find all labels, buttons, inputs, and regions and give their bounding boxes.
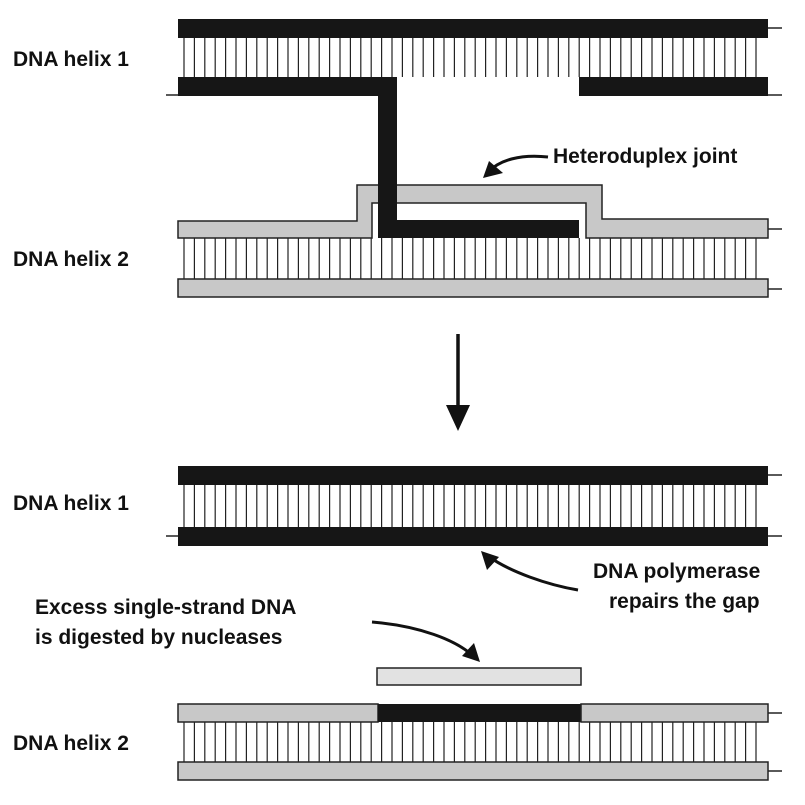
bottom-helix1-top-strand xyxy=(178,466,768,485)
heteroduplex-arrowhead-icon xyxy=(483,161,503,178)
label-nuclease-line1: Excess single-strand DNA xyxy=(35,596,296,619)
bottom-helix2-top-strand-right xyxy=(580,703,769,723)
label-polymerase-line2: repairs the gap xyxy=(609,590,760,613)
helix1-bottom-strand-right xyxy=(579,77,768,96)
label-bottom-helix2: DNA helix 2 xyxy=(13,732,129,755)
label-top-helix1: DNA helix 1 xyxy=(13,48,129,71)
label-nuclease-line2: is digested by nucleases xyxy=(35,626,282,649)
nuclease-arrowhead-icon xyxy=(462,643,480,662)
bottom-helix2-bottom-strand xyxy=(177,761,769,781)
helix2-top-strand-left xyxy=(177,184,381,239)
polymerase-arrowhead-icon xyxy=(481,551,499,570)
helix1-top-strand xyxy=(178,19,768,38)
down-arrowhead-icon xyxy=(446,405,470,431)
bottom-helix1-bottom-strand xyxy=(178,527,768,546)
bottom-helix2-repaired-dark-segment xyxy=(378,704,581,722)
base-pair-rungs xyxy=(183,38,757,762)
label-polymerase-line1: DNA polymerase xyxy=(593,560,760,583)
polymerase-arrow-icon xyxy=(487,554,579,592)
label-heteroduplex-joint: Heteroduplex joint xyxy=(553,145,737,168)
label-bottom-helix1: DNA helix 1 xyxy=(13,492,129,515)
helix2-bottom-strand xyxy=(177,278,769,298)
bottom-helix2-top-strand-left xyxy=(177,703,379,723)
invading-dark-strand xyxy=(178,77,579,238)
heteroduplex-light-strand xyxy=(379,184,769,239)
label-top-helix2: DNA helix 2 xyxy=(13,248,129,271)
nuclease-arrow-icon xyxy=(371,620,473,657)
excess-single-strand-fragment xyxy=(376,667,582,686)
